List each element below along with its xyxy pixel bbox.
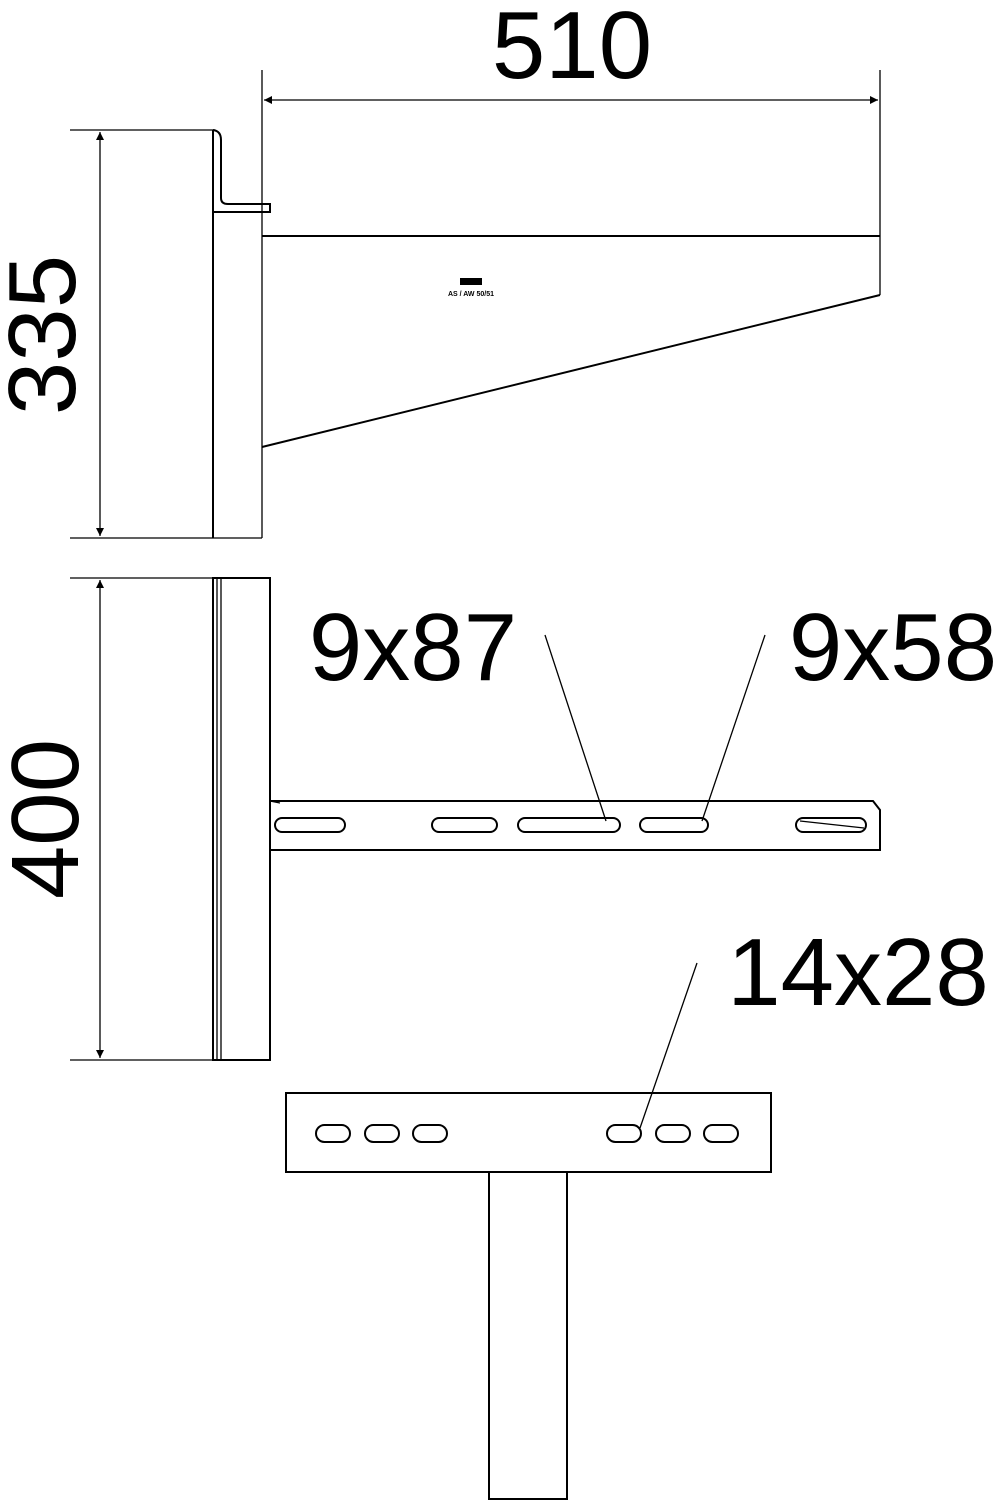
leader-line (544, 634, 607, 822)
slot-9x58 (639, 817, 709, 833)
plate-hole (315, 1124, 351, 1143)
callout-9x58-label: 9x58 (789, 594, 997, 701)
leader-line (639, 962, 698, 1129)
mounting-plate (285, 1092, 772, 1173)
arm-stem (488, 1172, 568, 1500)
slot (274, 817, 346, 833)
leader-line (701, 634, 766, 822)
wall-plate (212, 577, 271, 1061)
arm-bevel (269, 800, 281, 804)
top-view: 400 9x87 9x58 (0, 577, 997, 1061)
dimension-510-label: 510 (492, 0, 652, 99)
angle-flange (212, 129, 271, 213)
side-view: 510 335 AS / AW 50/51 (0, 0, 881, 539)
plate-hole (364, 1124, 400, 1143)
plate-hole (412, 1124, 448, 1143)
marking-text: AS / AW 50/51 (448, 291, 494, 298)
arm-outline (261, 235, 881, 448)
manufacturer-logo (460, 278, 482, 285)
plate-hole-14x28 (606, 1124, 642, 1143)
plate-hole (655, 1124, 691, 1143)
dimension-335-label: 335 (0, 255, 96, 415)
slot-9x87 (517, 817, 621, 833)
front-view: 14x28 (285, 919, 989, 1500)
callout-9x87-label: 9x87 (309, 594, 517, 701)
dimension-400-label: 400 (0, 739, 99, 899)
callout-14x28-label: 14x28 (727, 919, 989, 1026)
plate-hole (703, 1124, 739, 1143)
slot (431, 817, 498, 833)
arm-bar (270, 800, 881, 851)
slot-line (799, 820, 865, 829)
